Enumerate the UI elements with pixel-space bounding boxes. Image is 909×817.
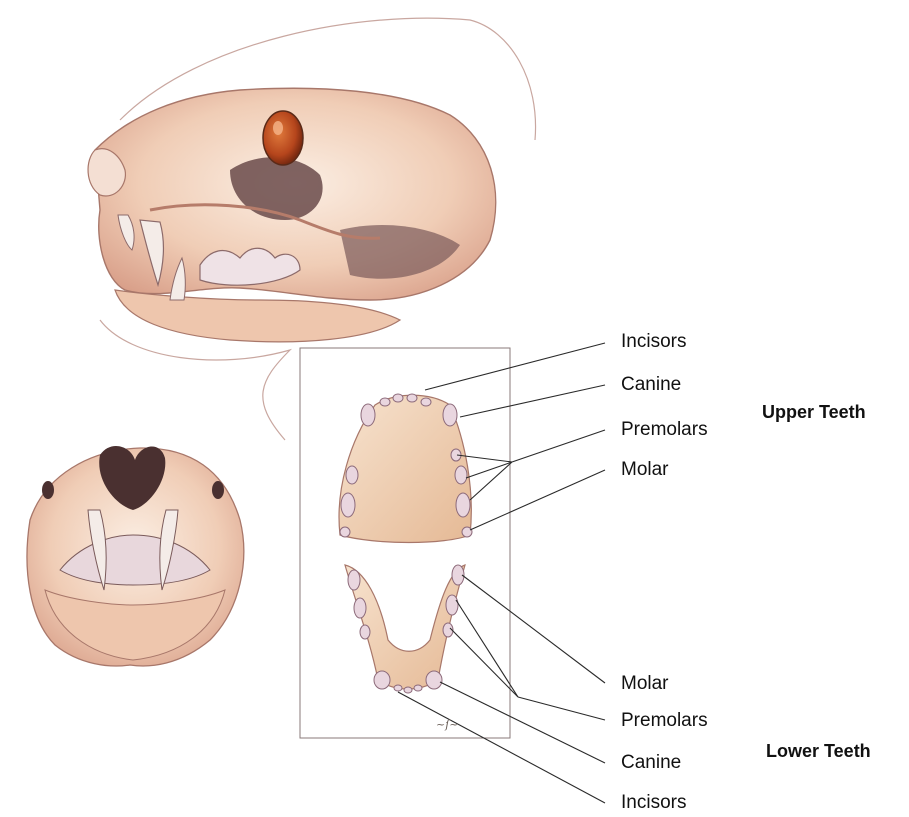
label-lower-premolars: Premolars bbox=[621, 710, 708, 732]
group-label-lower-teeth: Lower Teeth bbox=[766, 740, 871, 762]
artist-signature: ~ſ~ bbox=[436, 718, 459, 731]
label-lower-canine: Canine bbox=[621, 752, 681, 774]
palate-frame bbox=[300, 348, 510, 738]
label-upper-premolars: Premolars bbox=[621, 419, 708, 441]
front-orbit-right bbox=[212, 481, 224, 499]
label-upper-molar: Molar bbox=[621, 459, 669, 481]
label-upper-canine: Canine bbox=[621, 374, 681, 396]
label-lower-molar: Molar bbox=[621, 673, 669, 695]
skull-front-view bbox=[27, 446, 244, 666]
group-label-upper-teeth: Upper Teeth bbox=[762, 401, 866, 423]
front-orbit-left bbox=[42, 481, 54, 499]
label-lower-incisors: Incisors bbox=[621, 792, 686, 814]
leader-upper-premolars-a bbox=[512, 430, 605, 462]
label-upper-incisors: Incisors bbox=[621, 331, 686, 353]
eye-highlight bbox=[273, 121, 283, 135]
leader-lower-premolars-a bbox=[518, 697, 605, 720]
eye bbox=[263, 111, 303, 165]
